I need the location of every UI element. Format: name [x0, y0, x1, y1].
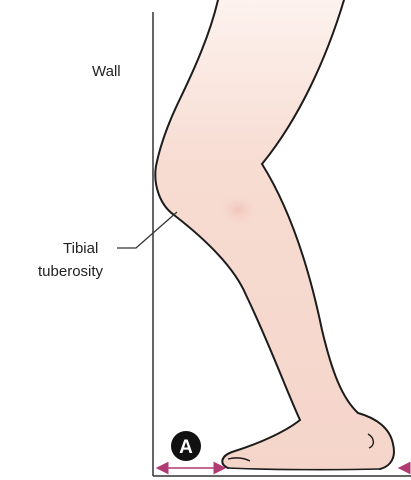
leg-illustration: [155, 0, 394, 470]
knee-shading: [216, 192, 260, 228]
leg-skin: [155, 0, 394, 470]
marker-a-letter: A: [179, 437, 193, 458]
wall-label: Wall: [92, 63, 121, 80]
tibial-tuberosity-label-line2: tuberosity: [38, 263, 104, 280]
tibial-tuberosity-leader-line: [117, 212, 177, 248]
tibial-tuberosity-label-line1: Tibial: [63, 240, 98, 257]
marker-a: A: [171, 431, 201, 461]
